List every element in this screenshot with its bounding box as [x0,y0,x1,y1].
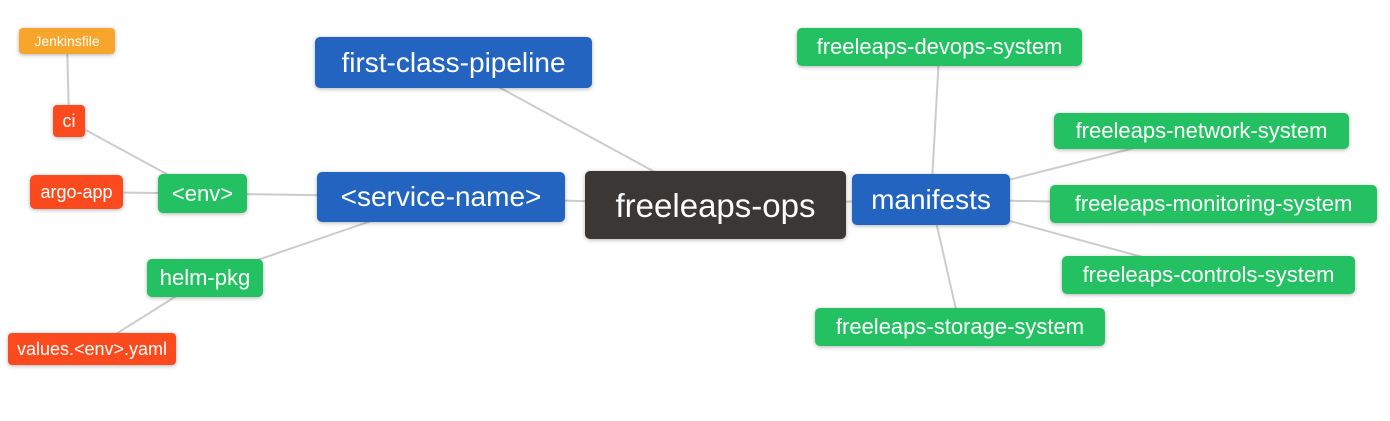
node-devops-system[interactable]: freeleaps-devops-system [797,28,1082,66]
node-helm-pkg[interactable]: helm-pkg [147,259,263,297]
node-env[interactable]: <env> [158,174,247,213]
node-freeleaps-ops[interactable]: freeleaps-ops [585,171,846,239]
node-service-name[interactable]: <service-name> [317,172,565,222]
node-argo-app[interactable]: argo-app [30,175,123,209]
node-controls-system[interactable]: freeleaps-controls-system [1062,256,1355,294]
node-manifests[interactable]: manifests [852,174,1010,225]
node-network-system[interactable]: freeleaps-network-system [1054,113,1349,149]
node-monitoring-system[interactable]: freeleaps-monitoring-system [1050,185,1377,223]
node-ci[interactable]: ci [53,105,85,137]
node-jenkinsfile[interactable]: Jenkinsfile [19,28,115,54]
node-storage-system[interactable]: freeleaps-storage-system [815,308,1105,346]
node-first-class-pipeline[interactable]: first-class-pipeline [315,37,592,88]
node-values-env-yaml[interactable]: values.<env>.yaml [8,333,176,365]
